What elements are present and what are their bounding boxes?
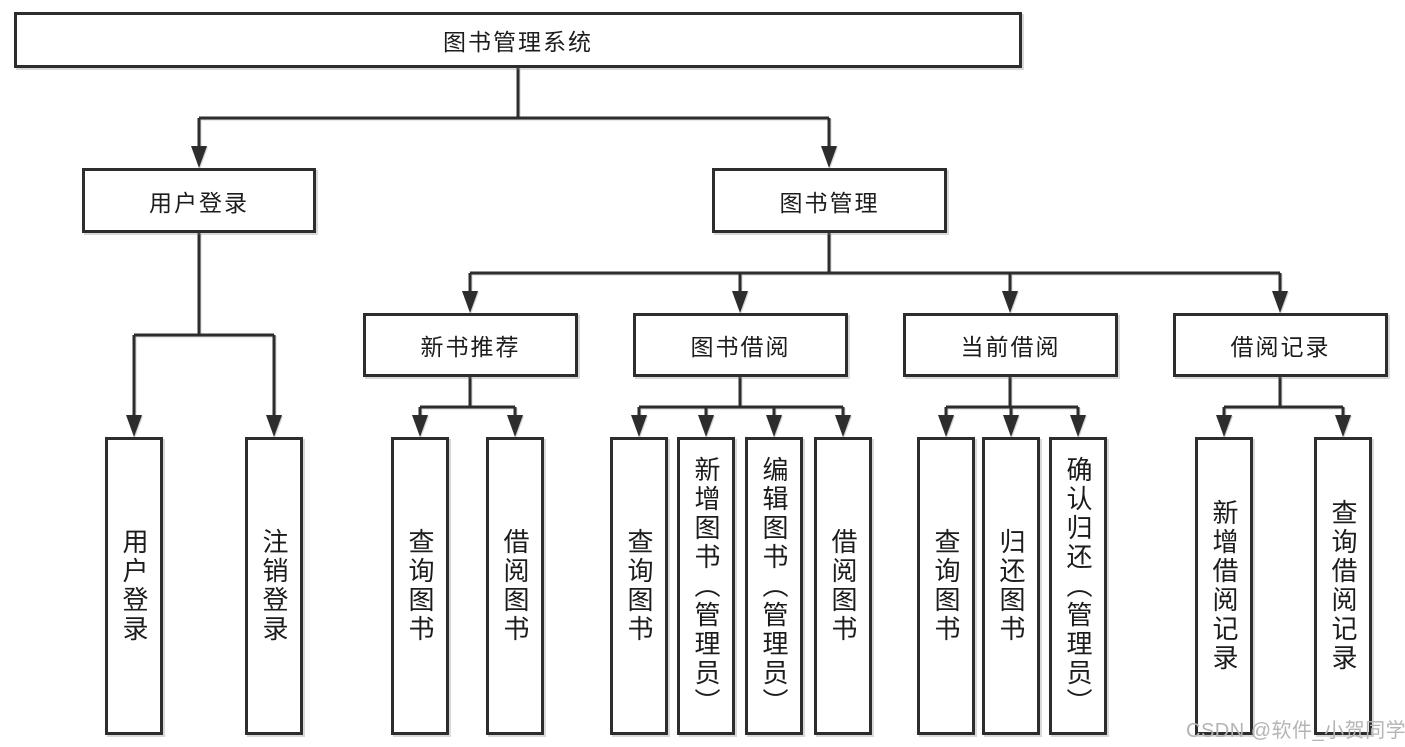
node-current-borrow: 当前借阅 [903, 313, 1118, 377]
node-leaf-br-add-record: 新增借阅记录 [1195, 437, 1253, 735]
csdn-watermark: CSDN @软件_小贺同学 [1186, 720, 1405, 742]
node-book-borrow: 图书借阅 [633, 313, 848, 377]
node-book-management: 图书管理 [712, 168, 947, 233]
node-leaf-rec-query-book: 查询图书 [391, 437, 449, 735]
node-leaf-bb-add-book: 新增图书（管理员） [677, 437, 735, 735]
node-leaf-bb-edit-book: 编辑图书（管理员） [745, 437, 803, 735]
node-leaf-user-login: 用户登录 [105, 437, 163, 735]
node-leaf-bb-borrow-book: 借阅图书 [814, 437, 872, 735]
node-root: 图书管理系统 [14, 12, 1022, 68]
node-leaf-cb-confirm: 确认归还（管理员） [1049, 437, 1107, 735]
node-leaf-br-query-record: 查询借阅记录 [1314, 437, 1372, 735]
node-leaf-bb-query-book: 查询图书 [610, 437, 668, 735]
node-leaf-rec-borrow-book: 借阅图书 [486, 437, 544, 735]
node-leaf-cb-return-book: 归还图书 [982, 437, 1040, 735]
node-new-book-recommend: 新书推荐 [363, 313, 578, 377]
node-user-login: 用户登录 [82, 168, 316, 233]
node-leaf-cb-query-book: 查询图书 [917, 437, 975, 735]
node-leaf-logout: 注销登录 [245, 437, 303, 735]
node-borrow-records: 借阅记录 [1173, 313, 1388, 377]
